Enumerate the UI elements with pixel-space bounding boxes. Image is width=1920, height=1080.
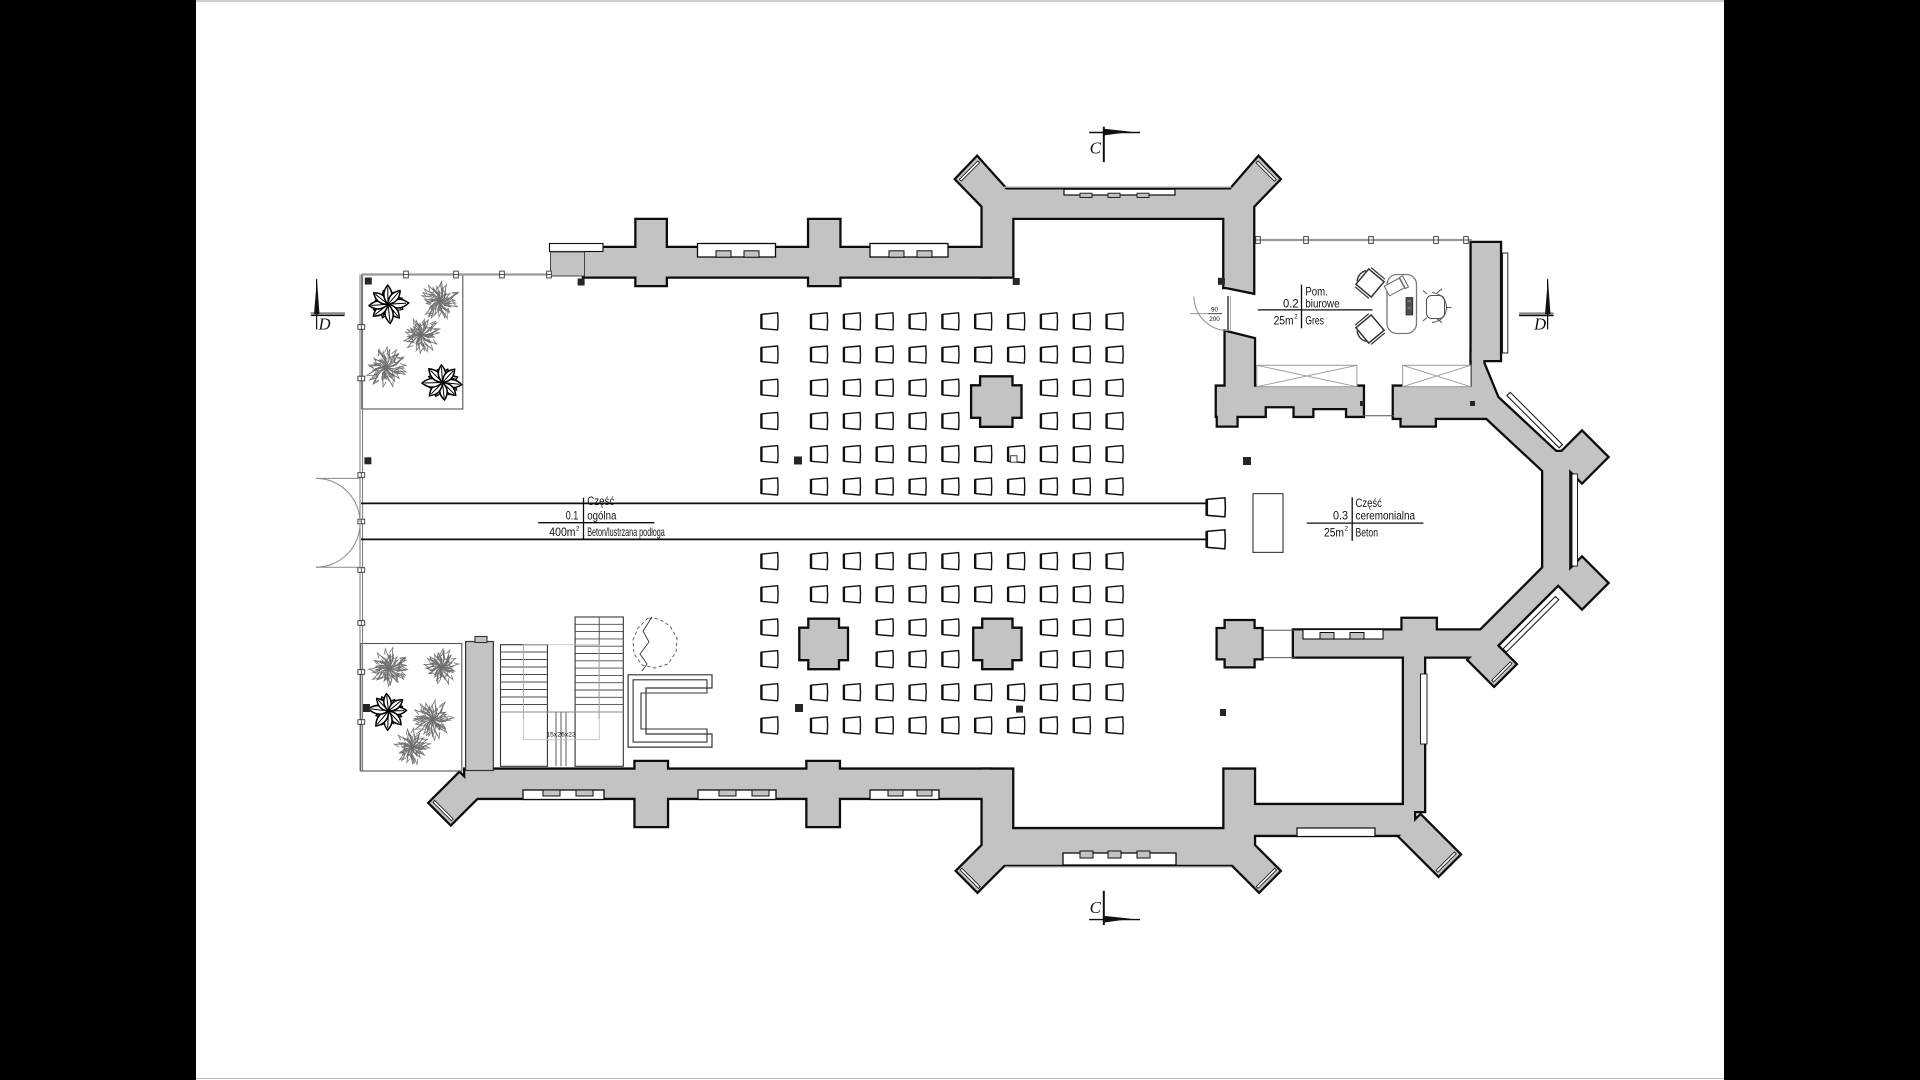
svg-text:0.3: 0.3: [1333, 510, 1348, 523]
svg-text:ogólna: ogólna: [587, 509, 617, 522]
svg-text:ceremonialna: ceremonialna: [1356, 510, 1416, 523]
svg-text:D: D: [1533, 314, 1546, 333]
svg-text:25m: 25m: [1274, 314, 1294, 327]
svg-text:2: 2: [1345, 525, 1349, 532]
svg-text:Pom.: Pom.: [1305, 285, 1327, 298]
svg-text:0.2: 0.2: [1283, 297, 1299, 310]
svg-text:0.1: 0.1: [566, 509, 579, 522]
svg-text:Gres: Gres: [1305, 314, 1324, 327]
svg-text:Część: Część: [587, 495, 614, 508]
svg-text:D: D: [318, 314, 331, 333]
svg-text:2: 2: [576, 526, 580, 533]
svg-text:15x26x23: 15x26x23: [546, 732, 576, 739]
svg-text:Beton/lustrzana podłoga: Beton/lustrzana podłoga: [587, 526, 665, 539]
svg-text:25m: 25m: [1324, 526, 1344, 539]
svg-text:200: 200: [1209, 316, 1220, 323]
svg-text:Beton: Beton: [1356, 526, 1379, 539]
svg-text:C: C: [1090, 898, 1102, 917]
svg-text:90: 90: [1211, 307, 1219, 314]
svg-text:400m: 400m: [549, 526, 575, 539]
svg-text:biurowe: biurowe: [1305, 297, 1339, 310]
svg-text:Część: Część: [1356, 497, 1383, 510]
svg-text:C: C: [1090, 138, 1102, 157]
svg-text:2: 2: [1294, 313, 1298, 320]
